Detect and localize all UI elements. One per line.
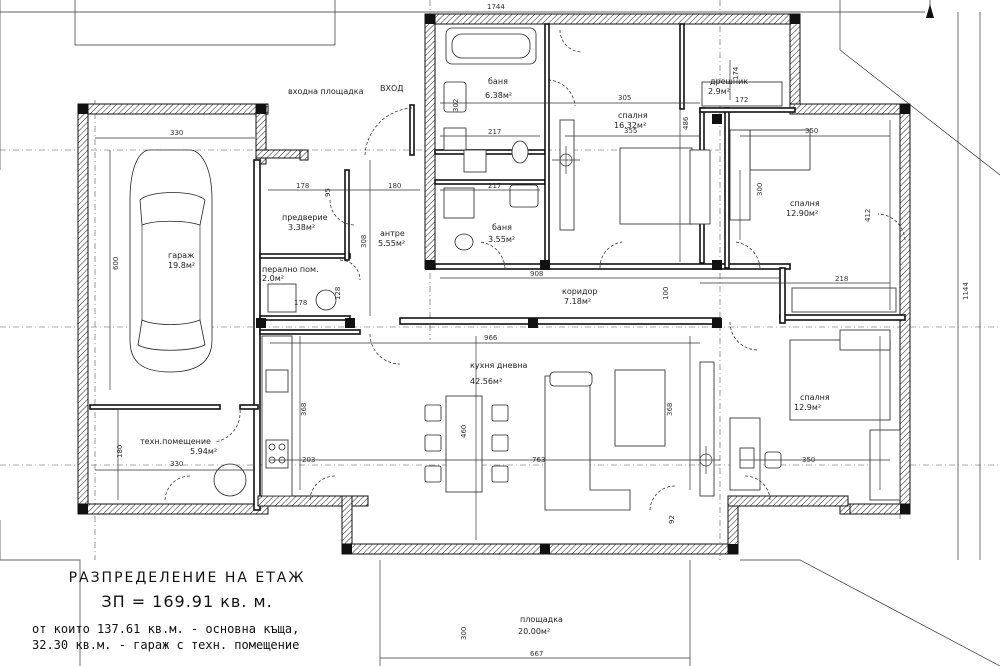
room-area-13: 20.00м² xyxy=(518,627,550,636)
room-name-11: спалня xyxy=(800,393,830,402)
dim-34: 667 xyxy=(530,650,543,658)
columns xyxy=(78,14,910,554)
floor-summary: РАЗПРЕДЕЛЕНИЕ НА ЕТАЖ ЗП = 169.91 кв. м.… xyxy=(32,570,342,653)
room-name-0: баня xyxy=(488,77,508,86)
bed-icon-3 xyxy=(789,339,891,421)
dim-28: 763 xyxy=(532,456,545,464)
room-name-10: кухня дневна xyxy=(470,361,528,370)
bed-icon xyxy=(619,147,693,225)
dim-10: 412 xyxy=(864,209,872,222)
room-area-0: 6.38м² xyxy=(485,91,512,100)
coffee-table-icon xyxy=(614,369,666,447)
tv-unit-icon xyxy=(699,361,715,497)
kitchen-counter-icon xyxy=(261,335,293,497)
room-name-6: предверие xyxy=(282,213,328,222)
north-arrow-icon xyxy=(926,0,934,18)
shower-tray-icon xyxy=(443,187,475,219)
dim-11: 300 xyxy=(756,183,764,196)
dim-31: 180 xyxy=(116,445,124,458)
dim-20: 302 xyxy=(452,99,460,112)
entry-platform-label: входна площадка xyxy=(288,87,364,96)
room-area-3: 12.90м² xyxy=(786,209,818,218)
dim-24: 966 xyxy=(484,334,498,342)
room-labels: входна площадка ВХОД баня 6.38м² дрешник… xyxy=(140,77,830,636)
summary-line-1: от които 137.61 кв.м. - основна къща, xyxy=(32,622,300,636)
car-icon xyxy=(129,149,213,373)
toilet-icon-2 xyxy=(454,233,474,251)
room-area-11: 12.9м² xyxy=(794,403,821,412)
room-name-5: антре xyxy=(380,229,405,238)
dim-15: 95 xyxy=(324,188,332,197)
room-name-1: дрешник xyxy=(710,77,748,86)
dim-26: 460 xyxy=(460,425,468,438)
dim-35: 92 xyxy=(668,515,676,524)
dim-17: 178 xyxy=(294,299,307,307)
dim-18: 128 xyxy=(334,287,342,300)
wardrobe-icon xyxy=(701,81,783,107)
dim-33: 300 xyxy=(460,627,468,640)
dim-6: 355 xyxy=(624,127,637,135)
sink-icon xyxy=(443,81,467,113)
dim-5: 172 xyxy=(735,96,748,104)
room-name-12: техн.помещение xyxy=(140,437,211,446)
room-name-8: перално пом. xyxy=(262,265,319,274)
dim-30: 203 xyxy=(302,456,315,464)
dim-4: 305 xyxy=(618,94,631,102)
dim-7: 486 xyxy=(682,116,690,130)
dim-27: 368 xyxy=(666,403,674,416)
room-area-8: 2.0м² xyxy=(262,274,284,283)
room-area-1: 2.9м² xyxy=(708,87,730,96)
dim-21: 908 xyxy=(530,270,543,278)
dim-2: 330 xyxy=(170,129,183,137)
doors xyxy=(164,29,906,511)
dim-22: 100 xyxy=(662,287,670,300)
room-area-4: 3.55м² xyxy=(488,235,515,244)
dim-3: 600 xyxy=(112,257,120,270)
shower-icon xyxy=(463,149,487,173)
room-name-9: коридор xyxy=(562,287,598,296)
room-area-9: 7.18м² xyxy=(564,297,591,306)
dim-1: 1144 xyxy=(962,282,970,300)
room-name-4: баня xyxy=(492,223,512,232)
room-name-7: гараж xyxy=(168,251,194,260)
dimension-lines xyxy=(95,60,891,540)
dim-14: 178 xyxy=(296,182,309,190)
summary-area: ЗП = 169.91 кв. м. xyxy=(101,592,273,611)
room-area-6: 3.38м² xyxy=(288,223,315,232)
dim-32: 330 xyxy=(170,460,183,468)
entrance-label: ВХОД xyxy=(380,84,404,93)
dim-8: 174 xyxy=(732,66,740,80)
sink-icon-2 xyxy=(509,184,539,208)
room-area-10: 42.56м² xyxy=(470,377,502,386)
dim-19: 308 xyxy=(360,235,368,248)
toilet-icon xyxy=(511,140,529,164)
room-area-7: 19.8м² xyxy=(168,261,195,270)
room-name-13: площадка xyxy=(520,615,563,624)
washing-machine-icon xyxy=(267,283,297,313)
room-area-5: 5.55м² xyxy=(378,239,405,248)
room-area-12: 5.94м² xyxy=(190,447,217,456)
dim-12: 217 xyxy=(488,128,501,136)
room-name-3: спалня xyxy=(790,199,820,208)
kitchen-sink-icon xyxy=(265,369,289,393)
dim-0: 1744 xyxy=(487,3,505,11)
dim-23: 218 xyxy=(835,275,848,283)
dining-table-icon xyxy=(445,395,483,493)
dim-16: 180 xyxy=(388,182,401,190)
room-name-2: спалня xyxy=(618,111,648,120)
dim-9: 350 xyxy=(805,127,818,135)
dim-29: 350 xyxy=(802,456,815,464)
boiler-icon xyxy=(213,463,247,497)
dim-25: 368 xyxy=(300,403,308,416)
cabinet-icon xyxy=(443,127,467,151)
stove-icon xyxy=(265,439,289,469)
summary-title: РАЗПРЕДЕЛЕНИЕ НА ЕТАЖ xyxy=(68,570,306,586)
dim-13: 217 xyxy=(488,182,501,190)
summary-line-2: 32.30 кв.м. - гараж с техн. помещение xyxy=(32,638,300,652)
dimension-numbers: 1744 1144 330 600 305 172 355 486 174 35… xyxy=(112,3,970,658)
room-area-2: 16.32м² xyxy=(614,121,646,130)
